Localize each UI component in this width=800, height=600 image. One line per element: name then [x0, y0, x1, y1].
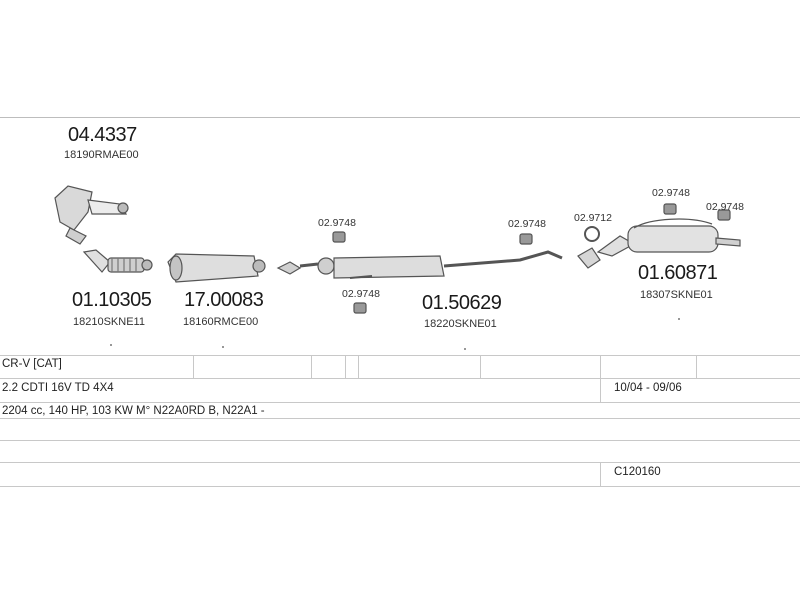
- table-rule: [0, 440, 800, 441]
- exhaust-system-diagram: [54, 185, 741, 314]
- diagram-top-border: [0, 117, 800, 118]
- middle-pipe-part[interactable]: [276, 250, 563, 279]
- mount-clamp-c5[interactable]: [663, 203, 677, 215]
- catalog-code-cell: C120160: [614, 466, 661, 478]
- table-rule: [0, 402, 800, 403]
- table-divider: [358, 355, 359, 378]
- clamp-number-label: 02.9748: [508, 218, 546, 230]
- production-period-cell: 10/04 - 09/06: [614, 382, 682, 394]
- rear-silencer-part[interactable]: [577, 218, 741, 269]
- vehicle-model-cell: CR-V [CAT]: [2, 358, 62, 370]
- clamp-number-label: 02.9748: [652, 187, 690, 199]
- mount-clamp-c2[interactable]: [353, 302, 367, 314]
- mount-clamp-c6[interactable]: [717, 209, 731, 221]
- part-number-label: 01.10305: [72, 289, 152, 311]
- table-rule: [0, 462, 800, 463]
- clamp-number-label: 02.9748: [342, 288, 380, 300]
- mount-clamp-c3[interactable]: [519, 233, 533, 245]
- table-divider: [480, 355, 481, 378]
- table-divider: [696, 355, 697, 378]
- reference-dot: [464, 348, 466, 350]
- part-number-label: 01.50629: [422, 292, 502, 314]
- part-number-label: 17.00083: [184, 289, 264, 311]
- table-divider: [193, 355, 194, 378]
- table-divider: [600, 355, 601, 378]
- oem-number-label: 18160RMCE00: [183, 316, 259, 328]
- table-rule: [0, 378, 800, 379]
- table-divider: [345, 355, 346, 378]
- particle-filter-part[interactable]: [167, 253, 266, 283]
- oem-number-label: 18190RMAE00: [64, 149, 139, 161]
- oem-number-label: 18220SKNE01: [424, 318, 497, 330]
- table-divider: [600, 462, 601, 486]
- catalytic-converter-part[interactable]: [54, 185, 129, 245]
- engine-cell: 2.2 CDTI 16V TD 4X4: [2, 382, 114, 394]
- oem-number-label: 18307SKNE01: [640, 289, 713, 301]
- table-divider: [600, 378, 601, 402]
- part-number-label: 01.60871: [638, 262, 718, 284]
- reference-dot: [110, 344, 112, 346]
- clamp-number-label: 02.9748: [318, 217, 356, 229]
- gasket-ring-c4[interactable]: [584, 226, 600, 242]
- oem-number-label: 18210SKNE11: [73, 316, 145, 328]
- part-number-label: 04.4337: [68, 124, 137, 146]
- clamp-number-label: 02.9712: [574, 212, 612, 224]
- table-rule: [0, 418, 800, 419]
- reference-dot: [678, 318, 680, 320]
- reference-dot: [222, 346, 224, 348]
- clamp-number-label: 02.9748: [706, 201, 744, 213]
- table-rule: [0, 355, 800, 356]
- mount-clamp-c1[interactable]: [332, 231, 346, 243]
- table-divider: [311, 355, 312, 378]
- table-rule: [0, 486, 800, 487]
- flex-pipe-part[interactable]: [82, 249, 153, 273]
- engine-spec-cell: 2204 cc, 140 HP, 103 KW M° N22A0RD B, N2…: [2, 405, 265, 417]
